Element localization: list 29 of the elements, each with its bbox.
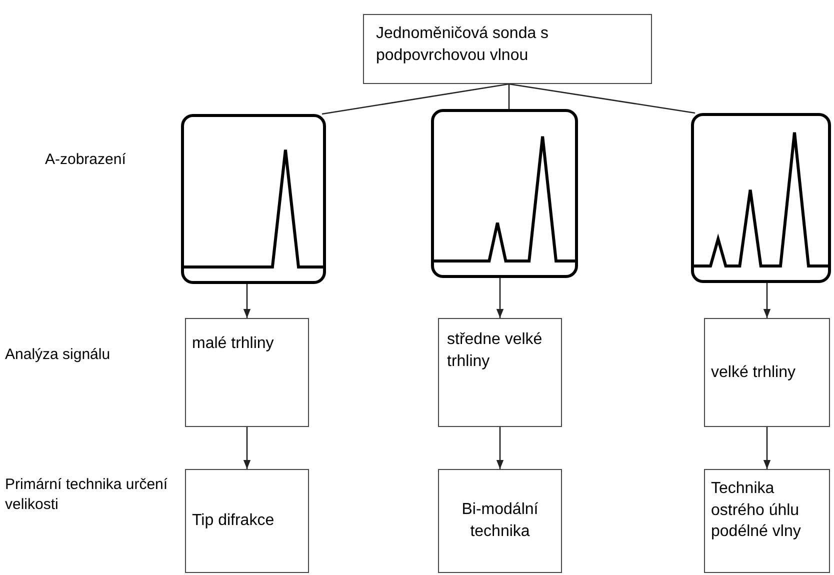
process-box [185,318,309,427]
arrow [243,284,251,318]
arrow [763,427,771,469]
row-label: A-zobrazení [45,150,126,170]
arrow [243,427,251,469]
row-label: Analýza signálu [5,345,110,365]
box-text: Tip difrakce [192,511,276,532]
box-text: Bi-modální technika [460,500,540,542]
box-text: Technika ostrého úhlu podélné vlny [711,479,802,542]
arrow [763,283,771,318]
arrow [496,278,504,318]
connector-line [508,84,510,109]
a-scan-display [181,114,326,284]
process-box [363,14,652,84]
process-box [438,469,562,573]
process-box [185,469,309,573]
a-scan-display [431,109,578,278]
a-scan-display [691,113,831,283]
box-text: velké trhliny [711,362,796,383]
box-text: Jednoměničová sonda s podpovrchovou vlnou [376,24,550,66]
process-box [704,318,830,427]
arrow [496,427,504,469]
row-label: Primární technika určení velikosti [5,475,169,516]
process-box [704,469,830,573]
connector-line [508,83,696,114]
process-box [438,318,562,427]
box-text: středne velké trhliny [447,330,544,372]
connector-line [322,83,510,115]
box-text: malé trhliny [192,334,275,354]
